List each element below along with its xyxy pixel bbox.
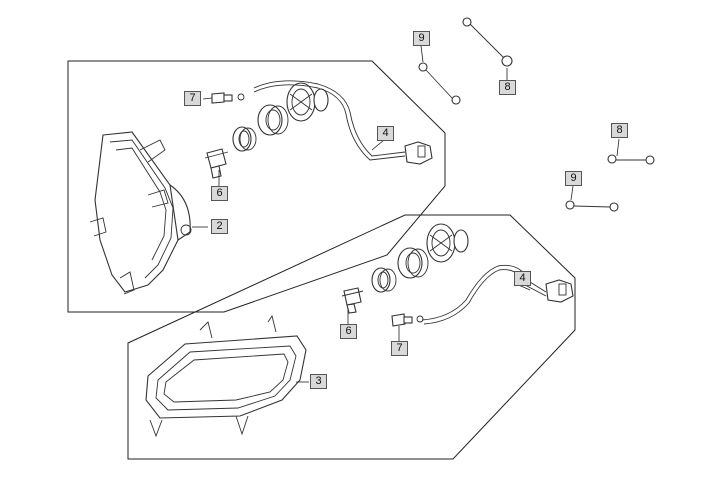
upper-headlight-housing: [89, 131, 192, 295]
callout-leaders: [192, 45, 620, 383]
callout-part-9-lower: 9: [565, 171, 582, 186]
upper-bulb: [204, 148, 229, 179]
callout-part-6-upper: 6: [211, 186, 228, 201]
callout-part-8-lower: 8: [611, 123, 628, 138]
upper-socket-cap: [257, 104, 289, 136]
callout-part-8-upper: 8: [499, 80, 516, 95]
lower-small-bulb: [391, 313, 424, 327]
upper-small-bulb: [211, 92, 245, 104]
lower-headlight-lens: [145, 314, 307, 438]
lower-assembly-panel: [127, 214, 576, 460]
callout-part-4-upper: 4: [377, 126, 394, 141]
upper-assembly-panel: [67, 60, 446, 313]
callout-part-3: 3: [310, 374, 327, 389]
nut-upper-8: [462, 17, 513, 67]
nut-lower-8: [607, 154, 655, 165]
lower-socket-cap: [397, 247, 429, 279]
callout-part-9-upper: 9: [413, 31, 430, 46]
callout-part-2: 2: [211, 219, 228, 234]
upper-bulb-gasket: [232, 126, 257, 152]
lower-bulb: [341, 287, 364, 314]
upper-wiring-harness: [253, 80, 433, 165]
callout-part-6-lower: 6: [340, 324, 357, 339]
callout-part-7-lower: 7: [391, 341, 408, 356]
callout-part-7-upper: 7: [184, 91, 201, 106]
screw-lower-9: [565, 200, 619, 212]
lower-wiring-harness: [421, 223, 574, 325]
lower-bulb-gasket: [371, 267, 397, 293]
callout-part-4-lower: 4: [514, 271, 531, 286]
screw-upper-9: [418, 62, 461, 105]
